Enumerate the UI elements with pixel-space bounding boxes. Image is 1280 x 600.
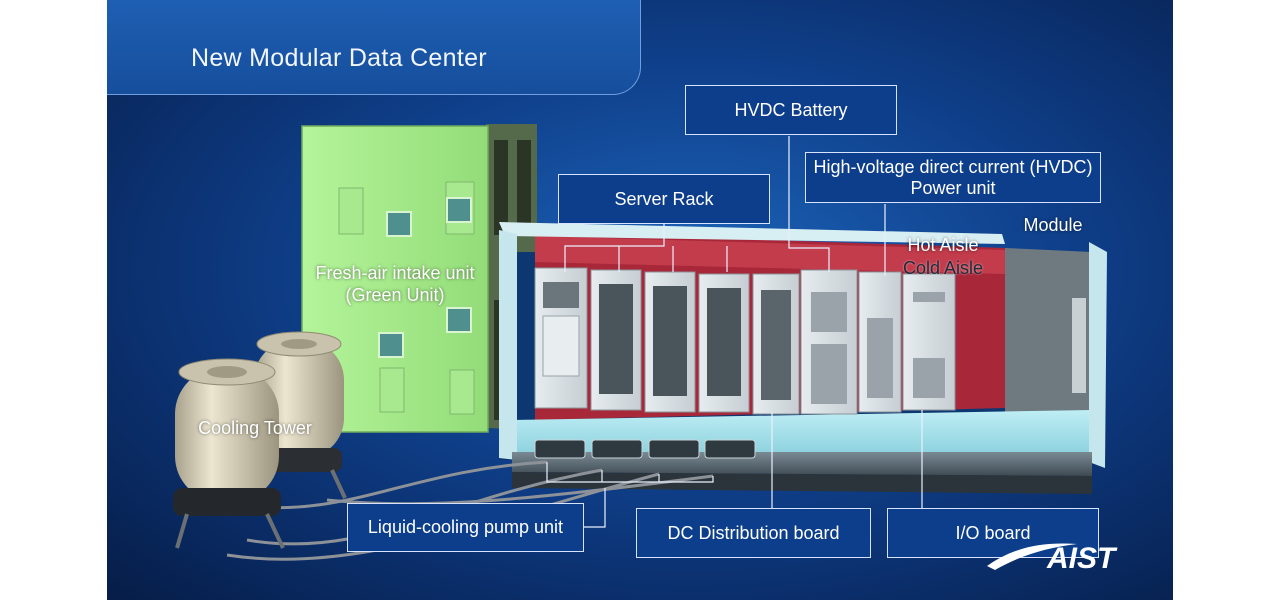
label-liquid-cooling-pump: Liquid-cooling pump unit [347, 503, 584, 552]
aist-logo: AIST [987, 542, 1118, 575]
server-racks [534, 267, 956, 415]
server-rack-leader [564, 224, 665, 272]
module-end-door [1072, 298, 1086, 393]
liquid-cooling-pumps [534, 439, 756, 459]
container-left-wall [499, 230, 517, 460]
green-unit-panel [449, 369, 475, 415]
label-hvdc-power-unit-line2: Power unit [910, 177, 996, 198]
label-dc-distribution: DC Distribution board [636, 508, 871, 558]
container-roof-edge [499, 222, 1005, 244]
module-end-room [1005, 248, 1092, 430]
green-unit-vent [517, 140, 531, 235]
hvdc-power-unit-cabinet [858, 271, 902, 413]
label-module: Module [1023, 215, 1083, 235]
io-board-cabinet [902, 273, 956, 411]
green-unit-window [378, 332, 404, 358]
page-title: New Modular Data Center [191, 44, 487, 72]
label-fresh-air-line2: (Green Unit) [345, 285, 445, 305]
hvdc-battery-cabinet [752, 273, 800, 415]
green-unit-vent [494, 140, 508, 235]
server-rack [698, 273, 750, 413]
callout-lines [546, 136, 923, 528]
green-unit-window [446, 197, 472, 223]
container-base-shadow [512, 472, 1092, 494]
container-right-wall [1089, 242, 1107, 468]
label-hot-aisle: Hot Aisle [907, 235, 979, 255]
label-hvdc-power-unit-line1: High-voltage direct current (HVDC) [813, 156, 1093, 177]
green-unit-panel [379, 367, 405, 413]
server-rack [644, 271, 696, 413]
pump-manifold-leader [546, 462, 714, 483]
label-fresh-air-intake: Fresh-air intake unit (Green Unit) [299, 262, 491, 306]
hvdc-battery-cabinet [800, 269, 858, 415]
label-io-board: I/O board [887, 508, 1099, 558]
server-rack [534, 267, 588, 409]
label-hvdc-power-unit: High-voltage direct current (HVDC) Power… [805, 152, 1101, 203]
pump-unit-leader [583, 488, 606, 528]
title-panel: New Modular Data Center [107, 0, 641, 95]
cooling-tower-front [173, 358, 285, 549]
hvdc-battery-leader [788, 136, 830, 272]
label-cooling-tower: Cooling Tower [198, 418, 312, 438]
diagram-stage: New Modular Data Center [107, 0, 1173, 600]
green-unit-window [446, 307, 472, 333]
cooling-tower-rear [254, 331, 347, 499]
green-unit-window [386, 211, 412, 237]
server-rack [590, 269, 642, 411]
data-center-illustration [173, 124, 1107, 561]
green-unit-panel [338, 187, 364, 235]
aist-logo-text: AIST [1046, 542, 1118, 575]
label-fresh-air-line1: Fresh-air intake unit [315, 263, 475, 283]
label-server-rack: Server Rack [558, 174, 770, 224]
aist-logo-swoosh [987, 543, 1077, 570]
label-hvdc-battery: HVDC Battery [685, 85, 897, 135]
label-cold-aisle: Cold Aisle [902, 258, 984, 278]
